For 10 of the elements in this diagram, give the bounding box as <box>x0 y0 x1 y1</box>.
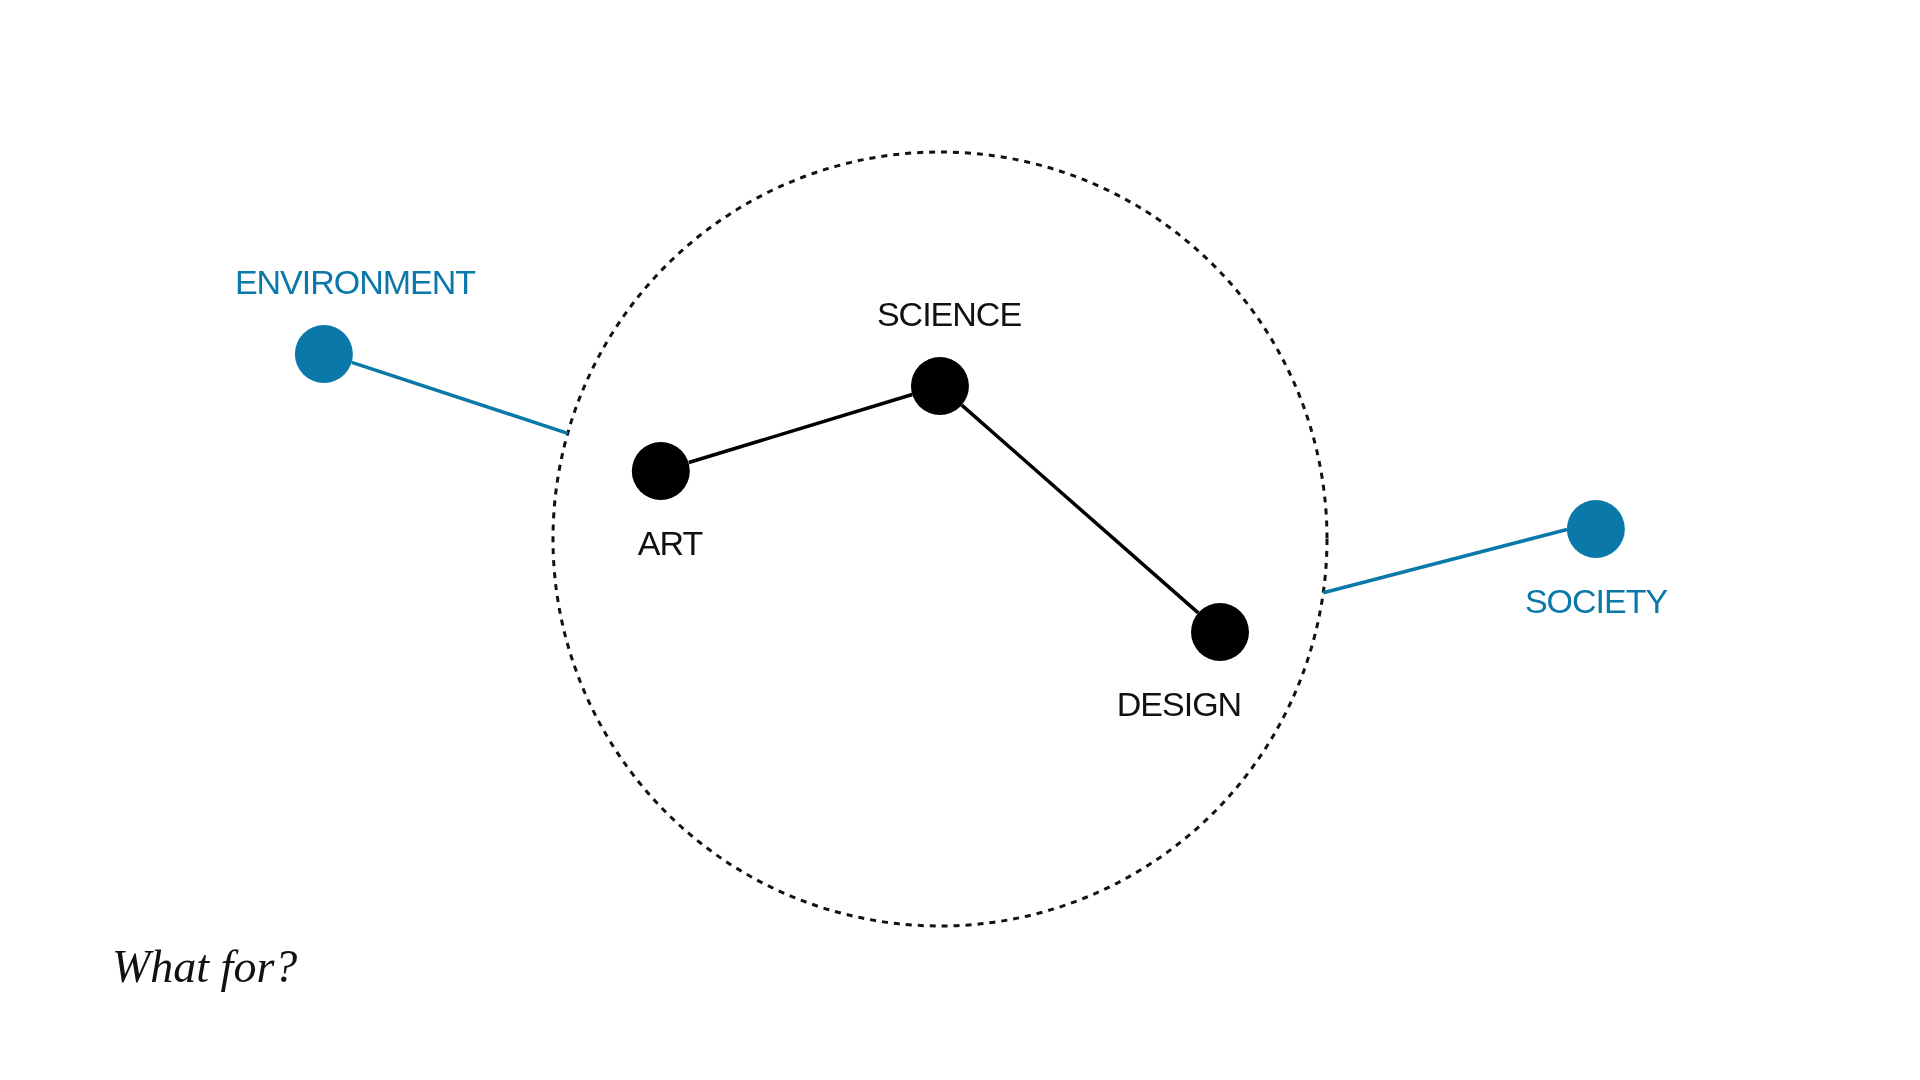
caption: What for? <box>112 940 298 993</box>
connector-line <box>688 392 913 465</box>
connector-line <box>351 360 569 435</box>
node-label: DESIGN <box>1116 687 1242 721</box>
node-label: ENVIRONMENT <box>234 265 476 299</box>
node-label: SOCIETY <box>1524 584 1668 618</box>
node-label: SCIENCE <box>876 297 1022 331</box>
node-label: ART <box>637 526 703 560</box>
connector-line <box>1322 527 1568 595</box>
connector-line <box>960 403 1200 615</box>
